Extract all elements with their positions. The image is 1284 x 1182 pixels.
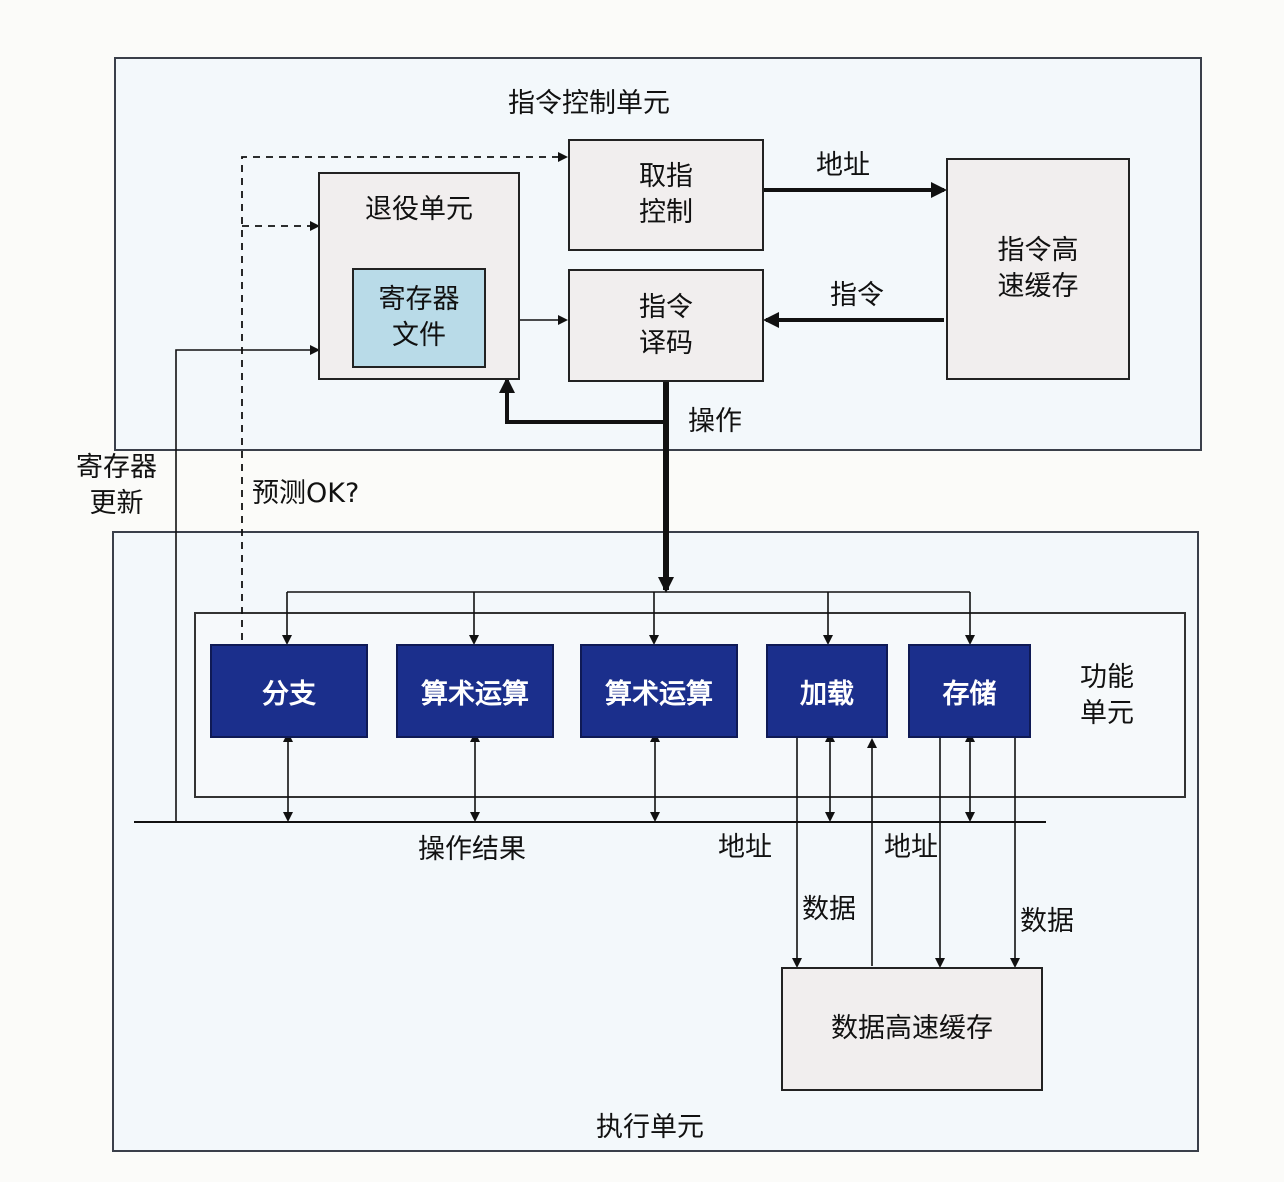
- address-label-load: 地址: [718, 832, 772, 863]
- arithmetic-unit-1: 算术运算: [396, 644, 554, 738]
- register-file-box: 寄存器 文件: [352, 268, 486, 368]
- operations-label: 操作: [688, 406, 742, 437]
- register-file-label: 寄存器 文件: [378, 284, 460, 351]
- data-label-load: 数据: [802, 894, 856, 925]
- functional-units-label: 功能 单元: [1080, 662, 1134, 729]
- data-cache-box: 数据高速缓存: [781, 967, 1043, 1091]
- branch-unit: 分支: [210, 644, 368, 738]
- prediction-ok-label: 预测OK?: [252, 478, 360, 509]
- operation-results-label: 操作结果: [418, 834, 526, 865]
- instructions-label: 指令: [830, 280, 884, 311]
- load-unit: 加载: [766, 644, 888, 738]
- data-cache-label: 数据高速缓存: [831, 1013, 993, 1044]
- instruction-cache-box: 指令高 速缓存: [946, 158, 1130, 380]
- fetch-control-label: 取指 控制: [639, 161, 693, 228]
- store-unit: 存储: [908, 644, 1031, 738]
- register-updates-label: 寄存器 更新: [76, 452, 157, 519]
- fetch-control-box: 取指 控制: [568, 139, 764, 251]
- address-label-store: 地址: [884, 832, 938, 863]
- retirement-unit-label: 退役单元: [365, 194, 473, 225]
- instruction-decode-label: 指令 译码: [639, 291, 693, 359]
- instruction-cache-label: 指令高 速缓存: [997, 235, 1079, 302]
- instruction-control-title: 指令控制单元: [508, 88, 670, 119]
- address-label-top: 地址: [816, 150, 870, 181]
- arithmetic-unit-2: 算术运算: [580, 644, 738, 738]
- data-label-store: 数据: [1020, 906, 1074, 937]
- instruction-decode-box: 指令 译码: [568, 269, 764, 382]
- execution-unit-title: 执行单元: [596, 1112, 704, 1143]
